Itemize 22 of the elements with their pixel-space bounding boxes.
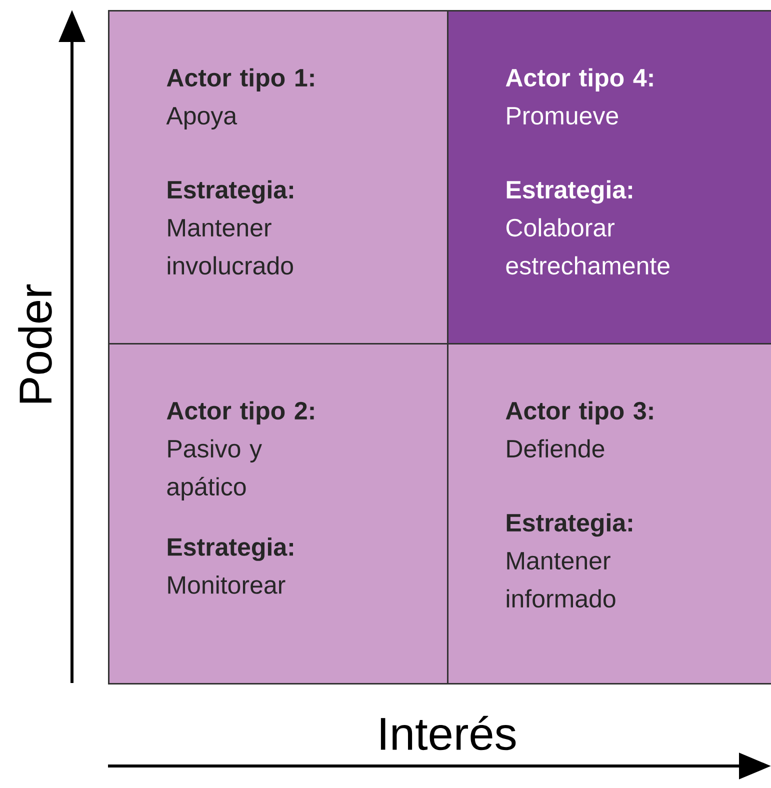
heading: Actor tipo 4: (506, 68, 653, 92)
description: Defiende (507, 439, 604, 458)
axis-label: Poder (18, 284, 52, 403)
quadrant-box (108, 10, 448, 344)
quadrant-box (108, 343, 448, 684)
heading: Actor tipo 2: (166, 401, 314, 425)
heading: Estrategia: (168, 538, 293, 561)
axis-label: Interés (380, 716, 516, 750)
heading: Estrategia: (168, 180, 293, 204)
description: Pasivo y apático (167, 439, 262, 500)
heading: Estrategia: (506, 513, 632, 537)
heading: Actor tipo 1: (166, 68, 314, 92)
description: Colaborar estrechamente (506, 218, 670, 275)
heading: Estrategia: (506, 180, 632, 204)
description: Mantener involucrado (168, 219, 293, 275)
description: Monitorear (168, 576, 286, 594)
description: Apoya (166, 107, 238, 130)
description: Mantener informado (506, 552, 616, 608)
description: Promueve (507, 107, 618, 125)
quadrant-box (447, 10, 771, 344)
quadrant-box (447, 343, 771, 684)
heading: Actor tipo 3: (506, 401, 653, 425)
